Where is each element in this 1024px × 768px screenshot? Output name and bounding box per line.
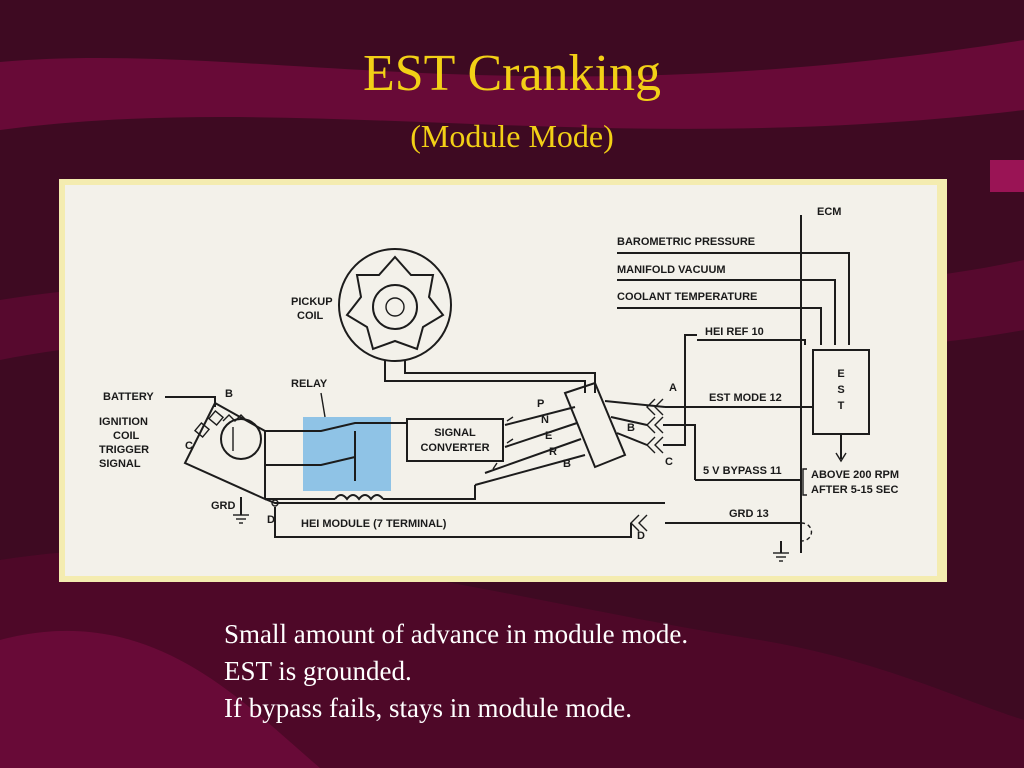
pin-r-label: R: [549, 446, 557, 458]
connector-chevrons: A B C D: [627, 334, 697, 542]
hei-terminal-block: P N E R B: [474, 381, 666, 486]
sensor-inputs: BAROMETRIC PRESSURE MANIFOLD VACUUM COOL…: [617, 236, 850, 345]
note-line-1: Small amount of advance in module mode.: [224, 619, 689, 649]
above-rpm-label: ABOVE 200 RPM: [811, 469, 899, 481]
signal-converter: SIGNAL CONVERTER: [406, 418, 504, 462]
connector-b-label: B: [627, 422, 635, 434]
ecm-terminals: EST MODE 12 5 V BYPASS 11 ABOVE 200 RPM …: [665, 392, 899, 562]
terminal-c-label: C: [185, 440, 193, 452]
manifold-label: MANIFOLD VACUUM: [617, 264, 726, 276]
est-box-letter-e: E: [837, 368, 844, 380]
signal-label: SIGNAL: [99, 458, 141, 470]
after-sec-label: AFTER 5-15 SEC: [811, 484, 898, 496]
note-line-2: EST is grounded.: [224, 656, 412, 686]
est-box: E S T: [812, 349, 870, 463]
pickup-coil: PICKUP COIL: [291, 248, 596, 393]
pickup-coil-label: COIL: [297, 310, 324, 322]
signal-converter-label-2: CONVERTER: [420, 442, 489, 454]
slide-title: EST Cranking: [362, 45, 662, 102]
pickup-label: PICKUP: [291, 296, 333, 308]
trigger-label: TRIGGER: [99, 444, 149, 456]
bypass-label: 5 V BYPASS 11: [703, 465, 782, 477]
est-mode-label: EST MODE 12: [709, 392, 782, 404]
ecm-block: ECM: [800, 206, 841, 553]
connector-c-label: C: [665, 456, 673, 468]
diagram-paper: ECM BAROMETRIC PRESSURE MANIFOLD VACUUM …: [65, 185, 937, 576]
est-box-letter-t: T: [838, 400, 845, 412]
battery-label: BATTERY: [103, 391, 154, 403]
barometric-label: BAROMETRIC PRESSURE: [617, 236, 755, 248]
background-swoosh-lower-left: [0, 630, 320, 768]
background-accent-block: [990, 160, 1024, 192]
signal-converter-label-1: SIGNAL: [434, 427, 476, 439]
slide-notes: Small amount of advance in module mode. …: [224, 616, 688, 727]
coolant-label: COOLANT TEMPERATURE: [617, 291, 757, 303]
coil-label: COIL: [113, 430, 140, 442]
diagram-frame: ECM BAROMETRIC PRESSURE MANIFOLD VACUUM …: [59, 179, 947, 582]
connector-a-label: A: [669, 382, 677, 394]
grd13-label: GRD 13: [729, 508, 769, 520]
note-line-3: If bypass fails, stays in module mode.: [224, 693, 632, 723]
relay-label: RELAY: [291, 378, 328, 390]
hei-module-label: HEI MODULE (7 TERMINAL): [301, 518, 447, 530]
ignition-label: IGNITION: [99, 416, 148, 428]
terminal-d-label: D: [267, 514, 275, 526]
relay: RELAY: [265, 378, 476, 501]
est-wiring-diagram: ECM BAROMETRIC PRESSURE MANIFOLD VACUUM …: [99, 206, 899, 562]
pin-e-label: E: [545, 430, 552, 442]
pin-n-label: N: [541, 414, 549, 426]
hei-module-body: BATTERY B IGNITION COIL TRIGGER SIGNAL C…: [99, 388, 665, 538]
connector-d-label: D: [637, 530, 645, 542]
grd-label: GRD: [211, 500, 236, 512]
terminal-b-label: B: [225, 388, 233, 400]
ecm-label: ECM: [817, 206, 841, 218]
pin-p-label: P: [537, 398, 544, 410]
pin-b-label: B: [563, 458, 571, 470]
background-swoosh-top: [0, 40, 1024, 130]
slide-subtitle: (Module Mode): [410, 118, 614, 154]
est-box-letter-s: S: [837, 384, 844, 396]
hei-ref-label: HEI REF 10: [705, 326, 764, 338]
